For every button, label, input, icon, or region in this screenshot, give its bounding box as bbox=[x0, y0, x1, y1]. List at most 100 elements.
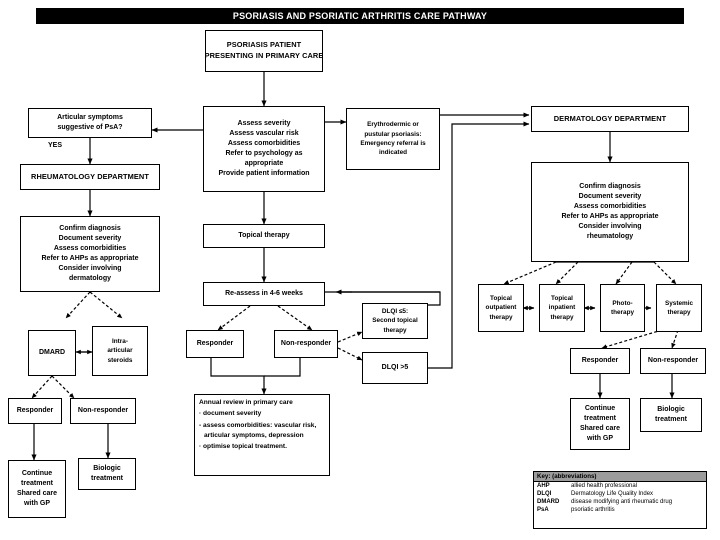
node-non-responder-derm[interactable]: Non-responder bbox=[640, 348, 706, 374]
topical-therapy-label: Topical therapy bbox=[238, 231, 290, 239]
biologic-rheum-line1: Biologic bbox=[93, 464, 121, 472]
node-articular-symptoms[interactable]: Articular symptoms suggestive of PsA? bbox=[28, 108, 152, 138]
non-responder-rheum-label: Non-responder bbox=[77, 406, 129, 414]
node-dlqi-high[interactable]: DLQI >5 bbox=[362, 352, 428, 384]
key-row-dlqi: DLQI Dermatology Life Quality Index bbox=[534, 490, 706, 498]
node-continue-treatment-derm[interactable]: Continue treatment Shared care with GP bbox=[570, 398, 630, 450]
topical-outpatient-line3: therapy bbox=[489, 313, 513, 321]
derm-actions-line3: Assess comorbidities bbox=[573, 202, 647, 210]
node-responder-rheum[interactable]: Responder bbox=[8, 398, 62, 424]
derm-actions-line1: Confirm diagnosis bbox=[579, 182, 641, 190]
articular-line1: Articular symptoms bbox=[57, 113, 123, 121]
erythrodermic-line4: indicated bbox=[378, 149, 408, 157]
biologic-derm-line2: treatment bbox=[655, 416, 687, 423]
node-psoriasis-patient[interactable]: PSORIASIS PATIENT PRESENTING IN PRIMARY … bbox=[205, 30, 323, 72]
non-responder-primary-label: Non-responder bbox=[280, 339, 332, 347]
derm-actions-line5: Consider involving bbox=[578, 223, 642, 231]
node-psoriasis-patient-line1: PSORIASIS PATIENT bbox=[226, 40, 302, 50]
topical-inpatient-line1: Topical bbox=[551, 295, 573, 303]
biologic-derm-line1: Biologic bbox=[657, 405, 685, 413]
node-continue-treatment-rheum[interactable]: Continue treatment Shared care with GP bbox=[8, 460, 66, 518]
erythrodermic-line3: Emergency referral is bbox=[360, 140, 426, 147]
node-annual-review[interactable]: Annual review in primary care · document… bbox=[194, 394, 330, 476]
intra-articular-line3: steroids bbox=[107, 356, 133, 364]
assess-line5: appropriate bbox=[244, 160, 284, 168]
responder-rheum-label: Responder bbox=[16, 406, 54, 414]
node-erythrodermic[interactable]: Erythrodermic or pustular psoriasis: Eme… bbox=[346, 108, 440, 170]
key-def-psa: psoriatic arthritis bbox=[571, 507, 615, 513]
key-abbr-ahp: AHP bbox=[537, 483, 550, 489]
topical-inpatient-line2: inpatient bbox=[548, 304, 576, 312]
topical-inpatient-line3: therapy bbox=[550, 313, 574, 321]
derm-actions-line4: Refer to AHPs as appropriate bbox=[561, 213, 659, 220]
erythrodermic-line1: Erythrodermic or bbox=[367, 121, 419, 129]
yes-branch-label: YES bbox=[48, 142, 63, 149]
key-row-dmard: DMARD disease modifying anti rheumatic d… bbox=[534, 498, 706, 506]
topical-outpatient-line1: Topical bbox=[490, 295, 512, 303]
continue-rheum-line1: Continue bbox=[21, 469, 53, 477]
annual-review-title: Annual review in primary care bbox=[199, 399, 293, 406]
derm-actions-line6: rheumatology bbox=[586, 233, 634, 241]
node-biologic-treatment-rheum[interactable]: Biologic treatment bbox=[78, 458, 136, 490]
continue-rheum-line2: treatment bbox=[21, 479, 53, 487]
topical-outpatient-line2: outpatient bbox=[485, 304, 517, 312]
node-dermatology-department[interactable]: DERMATOLOGY DEPARTMENT bbox=[531, 106, 689, 132]
continue-derm-line4: with GP bbox=[586, 435, 614, 443]
node-assess-severity[interactable]: Assess severity Assess vascular risk Ass… bbox=[203, 106, 325, 192]
derm-actions-line2: Document severity bbox=[578, 192, 642, 200]
node-rheumatology-actions[interactable]: Confirm diagnosis Document severity Asse… bbox=[20, 216, 160, 292]
articular-line2: suggestive of PsA? bbox=[57, 124, 123, 131]
node-intra-articular-steroids[interactable]: Intra- articular steroids bbox=[92, 326, 148, 376]
node-dlqi-low[interactable]: DLQI ≤5: Second topical therapy bbox=[362, 303, 428, 339]
node-topical-outpatient-therapy[interactable]: Topical outpatient therapy bbox=[478, 284, 524, 332]
continue-derm-line1: Continue bbox=[584, 404, 616, 412]
dlqi-high-label: DLQI >5 bbox=[381, 363, 409, 371]
non-responder-derm-label: Non-responder bbox=[647, 356, 699, 364]
rheum-actions-line5: Consider involving bbox=[58, 265, 122, 273]
assess-line3: Assess comorbidities bbox=[227, 139, 301, 147]
node-non-responder-primary[interactable]: Non-responder bbox=[274, 330, 338, 358]
key-def-dlqi: Dermatology Life Quality Index bbox=[571, 491, 654, 497]
node-systemic-therapy[interactable]: Systemic therapy bbox=[656, 284, 702, 332]
node-topical-inpatient-therapy[interactable]: Topical inpatient therapy bbox=[539, 284, 585, 332]
key-abbreviations-box: Key: (abbreviations) AHP allied health p… bbox=[533, 471, 707, 529]
node-phototherapy[interactable]: Photo- therapy bbox=[600, 284, 645, 332]
key-header: Key: (abbreviations) bbox=[534, 472, 706, 482]
node-dmard[interactable]: DMARD bbox=[28, 330, 76, 376]
node-psoriasis-patient-line2: PRESENTING IN PRIMARY CARE bbox=[204, 51, 324, 60]
continue-rheum-line4: with GP bbox=[23, 500, 51, 508]
node-non-responder-rheum[interactable]: Non-responder bbox=[70, 398, 136, 424]
key-abbr-dmard: DMARD bbox=[537, 499, 560, 505]
rheum-actions-line1: Confirm diagnosis bbox=[59, 224, 121, 232]
rheum-actions-line4: Refer to AHPs as appropriate bbox=[41, 255, 139, 262]
node-rheumatology-department[interactable]: RHEUMATOLOGY DEPARTMENT bbox=[20, 164, 160, 190]
node-dermatology-actions[interactable]: Confirm diagnosis Document severity Asse… bbox=[531, 162, 689, 262]
annual-review-item-3: · optimise topical treatment. bbox=[199, 443, 287, 451]
continue-derm-line2: treatment bbox=[584, 414, 616, 422]
key-row-ahp: AHP allied health professional bbox=[534, 482, 706, 490]
annual-review-item-2: - assess comorbidities: vascular risk, a… bbox=[199, 421, 317, 439]
node-responder-primary[interactable]: Responder bbox=[186, 330, 244, 358]
node-topical-therapy[interactable]: Topical therapy bbox=[203, 224, 325, 248]
systemic-line2: therapy bbox=[667, 309, 691, 316]
intra-articular-line1: Intra- bbox=[112, 338, 128, 346]
responder-primary-label: Responder bbox=[196, 339, 234, 347]
page-title: PSORIASIS AND PSORIATIC ARTHRITIS CARE P… bbox=[36, 8, 684, 24]
rheum-actions-line2: Document severity bbox=[58, 234, 122, 242]
key-row-psa: PsA psoriatic arthritis bbox=[534, 506, 706, 514]
systemic-line1: Systemic bbox=[664, 299, 694, 307]
node-biologic-treatment-derm[interactable]: Biologic treatment bbox=[640, 398, 702, 432]
key-def-ahp: allied health professional bbox=[571, 483, 638, 489]
reassess-label: Re-assess in 4-6 weeks bbox=[225, 289, 303, 297]
dermatology-department-label: DERMATOLOGY DEPARTMENT bbox=[553, 113, 667, 123]
dlqi-low-line2: Second topical bbox=[372, 317, 418, 325]
continue-derm-line3: Shared care bbox=[579, 425, 621, 432]
node-responder-derm[interactable]: Responder bbox=[570, 348, 630, 374]
node-reassess[interactable]: Re-assess in 4-6 weeks bbox=[203, 282, 325, 306]
rheum-actions-line3: Assess comorbidities bbox=[53, 244, 127, 252]
dmard-label: DMARD bbox=[38, 348, 66, 356]
assess-line6: Provide patient information bbox=[218, 170, 310, 178]
erythrodermic-line2: pustular psoriasis: bbox=[364, 130, 422, 138]
key-def-dmard: disease modifying anti rheumatic drug bbox=[571, 499, 673, 505]
intra-articular-line2: articular bbox=[107, 347, 133, 355]
